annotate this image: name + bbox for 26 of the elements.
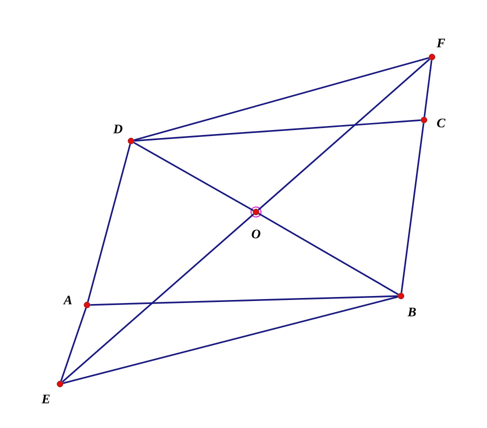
node-label: A <box>63 296 72 304</box>
line-segment <box>258 212 399 296</box>
node-label: B <box>408 308 416 316</box>
line-segment <box>90 295 398 306</box>
node-label: C <box>437 118 446 128</box>
point: C <box>420 116 446 128</box>
line-segment <box>134 119 421 142</box>
node-label: E <box>42 394 50 404</box>
node-label: F <box>436 38 446 48</box>
line-segment <box>87 144 131 302</box>
line-segment <box>62 214 254 382</box>
point: D <box>113 124 134 144</box>
point: E <box>42 380 64 404</box>
line-segment <box>134 57 430 141</box>
node-label: O <box>252 230 260 238</box>
line-segment <box>258 58 430 210</box>
node-label: D <box>113 124 122 134</box>
point: B <box>398 292 416 316</box>
line-segment <box>62 296 398 384</box>
line-segment <box>424 60 432 117</box>
line-segment <box>133 142 254 212</box>
point: A <box>63 296 90 308</box>
line-segment <box>60 308 87 382</box>
point: F <box>428 38 446 60</box>
line-segment <box>400 123 424 293</box>
point: O <box>250 206 262 238</box>
